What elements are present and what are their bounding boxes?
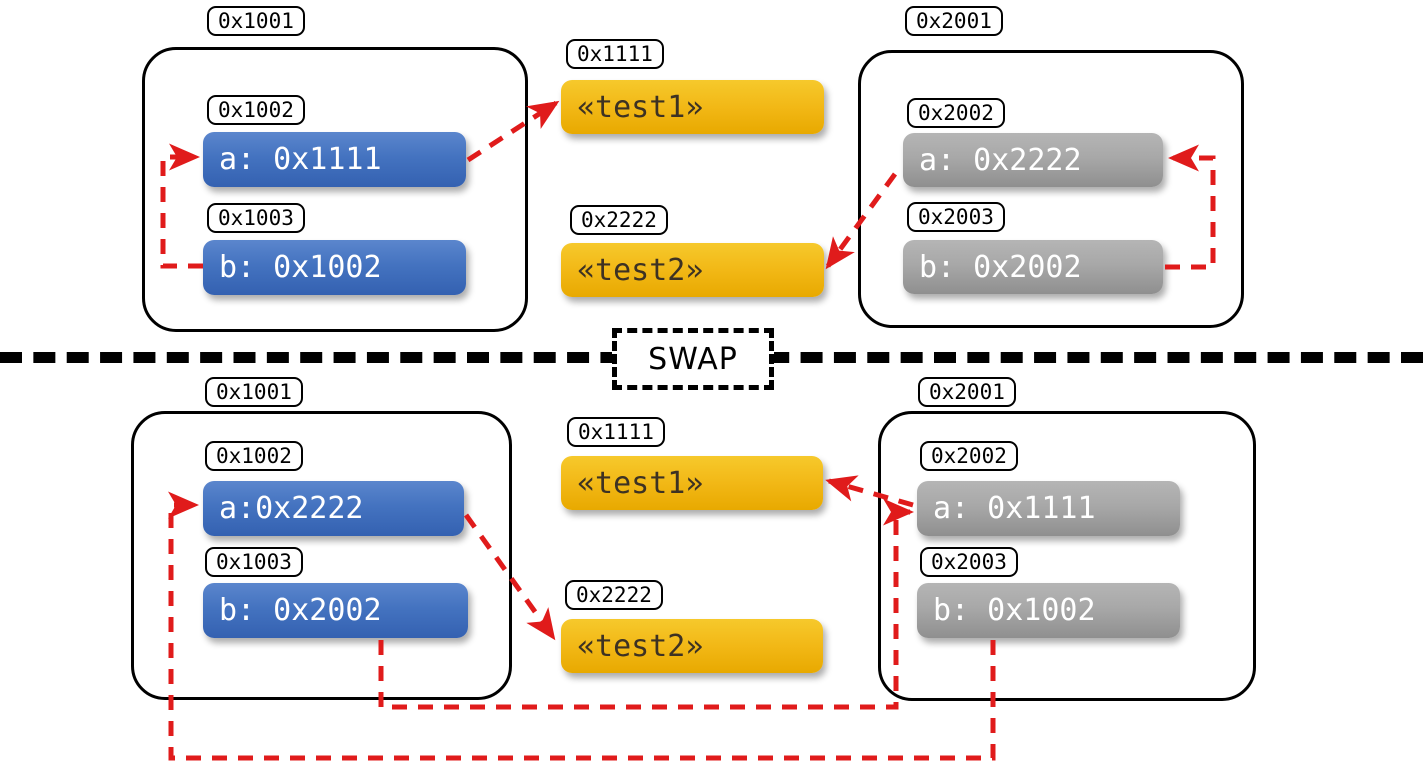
- before-heap0-address: 0x1111: [566, 39, 664, 69]
- before-right-slot1-address: 0x2003: [907, 202, 1005, 232]
- before-right-slot0-value: a: 0x2222: [903, 133, 1163, 187]
- before-left-slot1-value: b: 0x1002: [203, 240, 466, 295]
- before-left-slot0-address: 0x1002: [207, 95, 305, 125]
- after-left-slot0-address: 0x1002: [205, 441, 303, 471]
- after-left-memory-panel: [131, 411, 512, 700]
- after-left-slot1-address: 0x1003: [205, 547, 303, 577]
- before-right-slot0-address: 0x2002: [907, 98, 1005, 128]
- after-heap0-address: 0x1111: [567, 417, 665, 447]
- after-left-slot0-value: a:0x2222: [203, 481, 464, 536]
- swap-label: SWAP: [612, 328, 774, 390]
- after-right-slot1-address: 0x2003: [920, 547, 1018, 577]
- after-left-slot1-value: b: 0x2002: [203, 583, 468, 638]
- before-heap0-value: «test1»: [561, 80, 824, 134]
- after-right-slot1-value: b: 0x1002: [917, 583, 1180, 638]
- before-left-panel-address: 0x1001: [207, 6, 305, 36]
- before-heap1-value: «test2»: [561, 243, 824, 297]
- before-heap1-address: 0x2222: [570, 205, 668, 235]
- before-right-panel-address: 0x2001: [905, 6, 1003, 36]
- after-right-slot0-address: 0x2002: [920, 441, 1018, 471]
- after-left-panel-address: 0x1001: [205, 377, 303, 407]
- before-left-slot1-address: 0x1003: [207, 203, 305, 233]
- after-heap1-value: «test2»: [561, 619, 823, 673]
- before-right-slot1-value: b: 0x2002: [903, 240, 1163, 294]
- after-right-slot0-value: a: 0x1111: [917, 481, 1180, 536]
- before-left-slot0-value: a: 0x1111: [203, 132, 466, 187]
- after-heap0-value: «test1»: [561, 456, 823, 510]
- after-heap1-address: 0x2222: [565, 580, 663, 610]
- after-right-panel-address: 0x2001: [918, 377, 1016, 407]
